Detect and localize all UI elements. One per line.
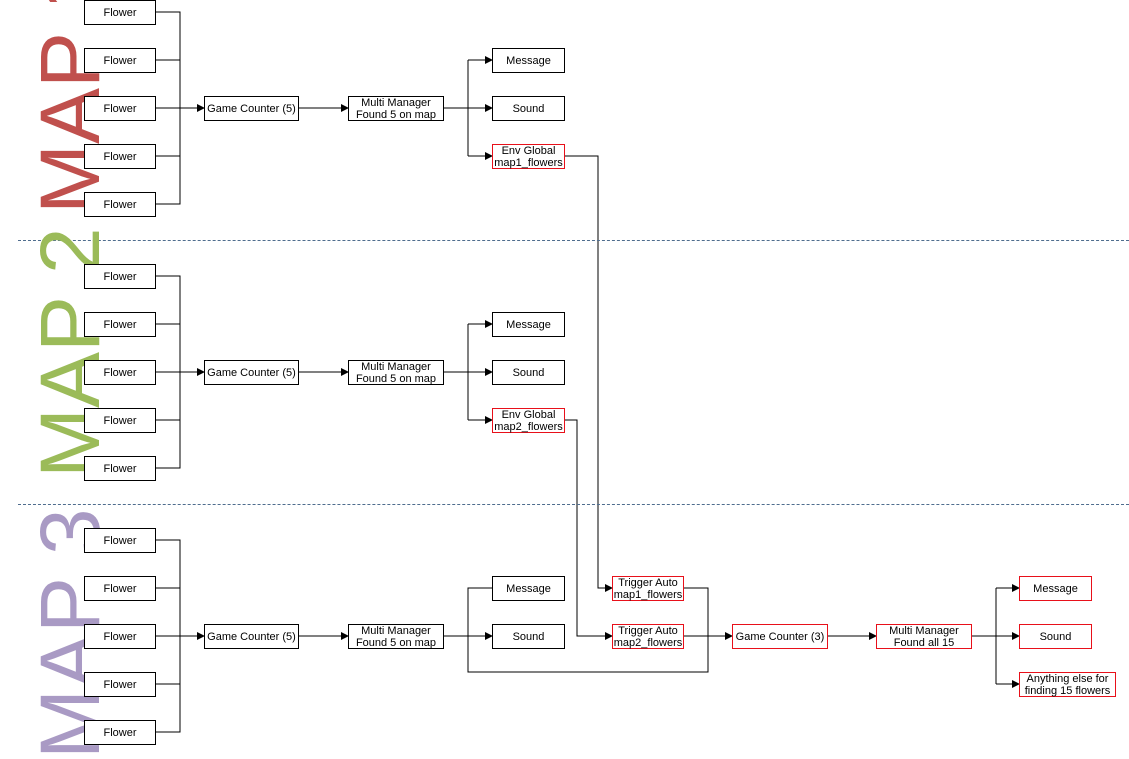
flower-node: Flower [84,96,156,121]
map-separator [18,240,1129,241]
anything-else-node: Anything else for finding 15 flowers [1019,672,1116,697]
game-counter-node: Game Counter (5) [204,96,299,121]
map-separator [18,504,1129,505]
message-node: Message [492,48,565,73]
game-counter-node: Game Counter (5) [204,360,299,385]
flower-node: Flower [84,144,156,169]
message-node: Message [492,312,565,337]
multi-manager-node: Multi Manager Found 5 on map [348,96,444,121]
sound-node: Sound [492,360,565,385]
trigger-auto-map1-node: Trigger Auto map1_flowers [612,576,684,601]
flower-node: Flower [84,48,156,73]
flower-node: Flower [84,0,156,25]
trigger-auto-map2-node: Trigger Auto map2_flowers [612,624,684,649]
flower-node: Flower [84,456,156,481]
sound-node: Sound [492,96,565,121]
flower-node: Flower [84,408,156,433]
flower-node: Flower [84,264,156,289]
final-message-node: Message [1019,576,1092,601]
env-global-map2-node: Env Global map2_flowers [492,408,565,433]
flower-node: Flower [84,312,156,337]
sound-node: Sound [492,624,565,649]
game-counter-node: Game Counter (5) [204,624,299,649]
flower-node: Flower [84,624,156,649]
game-counter-total-node: Game Counter (3) [732,624,828,649]
env-global-map1-node: Env Global map1_flowers [492,144,565,169]
flower-node: Flower [84,528,156,553]
final-sound-node: Sound [1019,624,1092,649]
flower-node: Flower [84,672,156,697]
flower-node: Flower [84,360,156,385]
message-node: Message [492,576,565,601]
multi-manager-node: Multi Manager Found 5 on map [348,624,444,649]
flower-node: Flower [84,192,156,217]
multi-manager-node: Multi Manager Found 5 on map [348,360,444,385]
flower-node: Flower [84,576,156,601]
multi-manager-total-node: Multi Manager Found all 15 [876,624,972,649]
flower-node: Flower [84,720,156,745]
